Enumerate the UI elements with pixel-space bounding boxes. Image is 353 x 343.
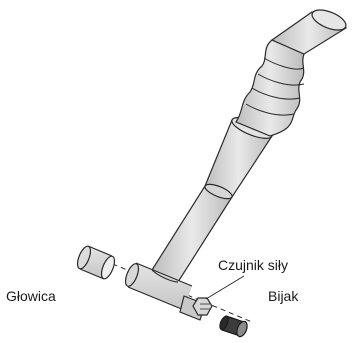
force-sensor <box>180 296 212 320</box>
head-cylinder <box>75 245 117 281</box>
head-label: Głowica <box>6 288 56 304</box>
tip-label: Bijak <box>268 288 298 304</box>
tip-cap <box>218 315 249 338</box>
force-sensor-leader-line <box>206 276 244 299</box>
ribbed-grip <box>236 40 304 136</box>
force-sensor-label: Czujnik siły <box>218 257 288 273</box>
